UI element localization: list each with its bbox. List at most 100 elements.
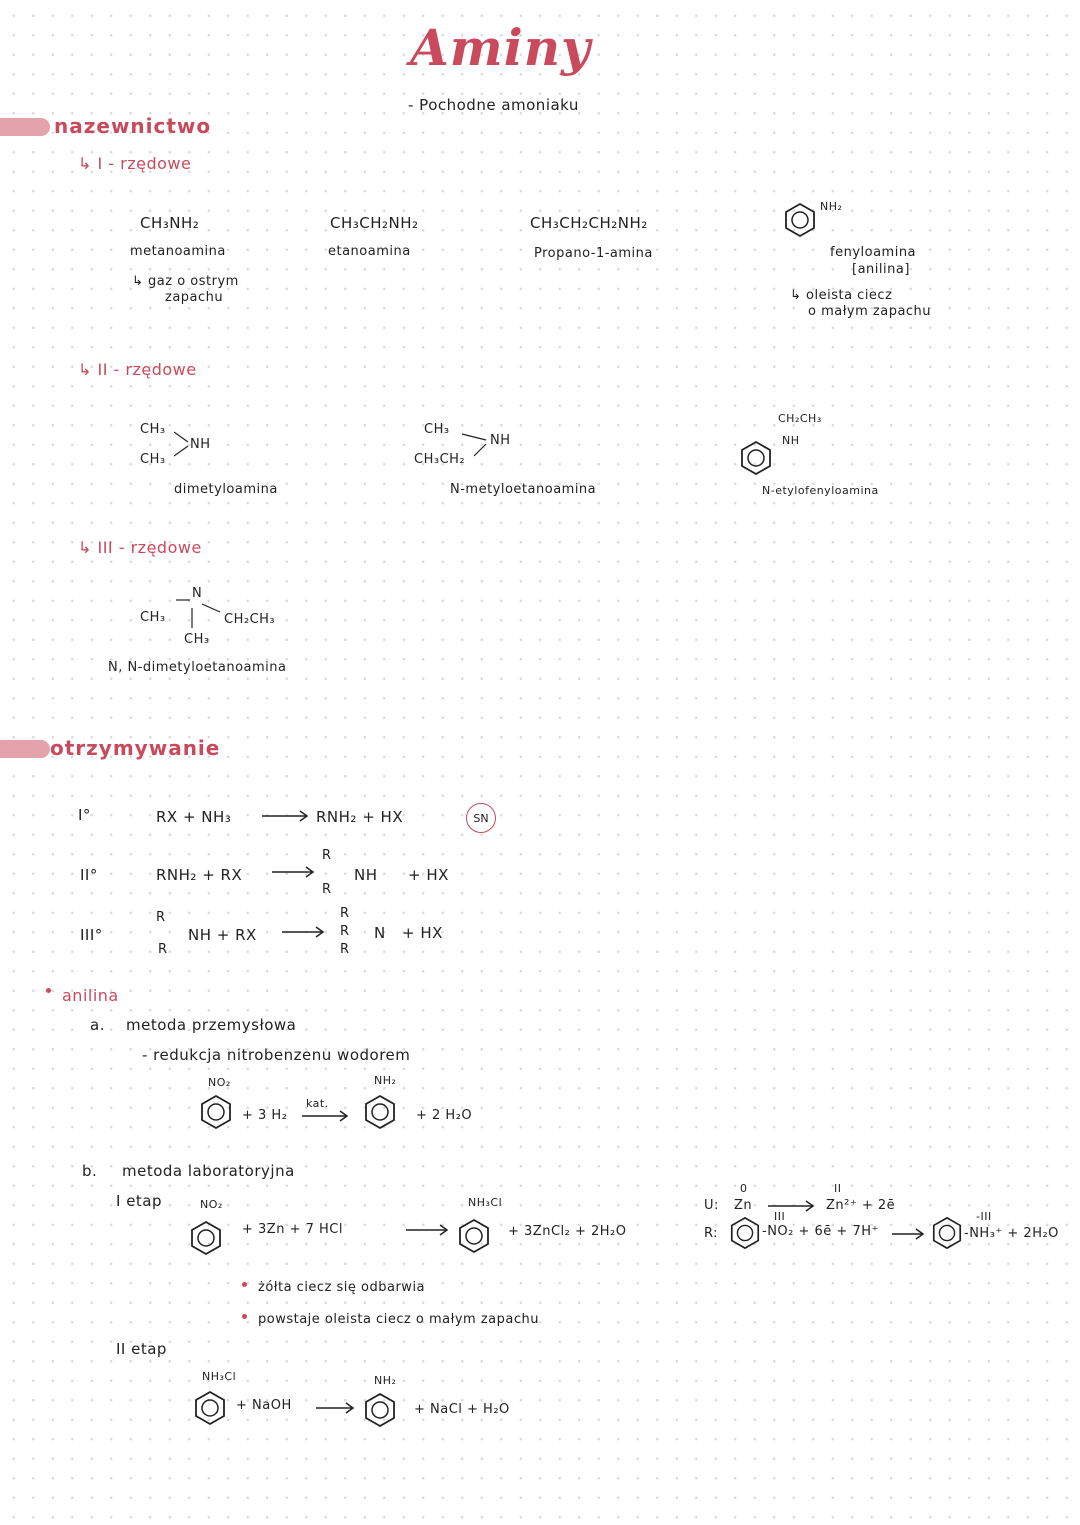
a-catalyst: kat. <box>306 1097 329 1110</box>
redox-u-ox2: II <box>834 1182 842 1195</box>
reaction-arrow-icon <box>272 866 315 878</box>
bullet-icon <box>242 1314 247 1319</box>
sec3-center: NH <box>782 434 800 447</box>
s1-prod-sub: NH₃Cl <box>468 1196 503 1209</box>
bond-lines <box>461 433 487 457</box>
redox-u-ox0: 0 <box>740 1182 748 1195</box>
reaction3-r2: R <box>340 924 350 939</box>
redox-r-ox2: -III <box>976 1210 992 1223</box>
tert-center: N <box>192 586 203 601</box>
observation-2: powstaje oleista ciecz o małym zapachu <box>258 1312 539 1327</box>
method-b-marker: b. <box>82 1162 98 1180</box>
redox-r-lhs: -NO₂ + 6ē + 7H⁺ <box>762 1224 879 1239</box>
alt-name-aniline: [anilina] <box>852 262 910 277</box>
sec2-r2: CH₃CH₂ <box>414 452 466 467</box>
s2-products: + NaCl + H₂O <box>414 1402 510 1417</box>
s1-reagents: + 3Zn + 7 HCl <box>242 1222 343 1237</box>
name-methylamine: metanoamina <box>130 244 226 259</box>
note-aniline: ↳ oleista ciecz <box>790 288 893 303</box>
sec2-center: NH <box>490 433 511 448</box>
reaction-arrow-icon <box>302 1110 349 1122</box>
reaction3-r-bottom: R <box>158 942 168 957</box>
reaction-arrow-icon <box>768 1200 815 1212</box>
benzene-ring-icon <box>365 1094 395 1130</box>
stage-2-label: II etap <box>116 1340 167 1358</box>
bond-lines <box>176 599 221 628</box>
s2-sub: NH₃Cl <box>202 1370 237 1383</box>
benzene-ring-icon <box>785 202 815 238</box>
a-reagent: + 3 H₂ <box>242 1108 288 1123</box>
section-band <box>0 118 50 136</box>
reaction2-r-top: R <box>322 848 332 863</box>
s1-products: + 3ZnCl₂ + 2H₂O <box>508 1224 627 1239</box>
observation-1: żółta ciecz się odbarwia <box>258 1280 426 1295</box>
benzene-ring-icon <box>201 1094 231 1130</box>
redox-u-rhs: Zn²⁺ + 2ē <box>826 1198 896 1213</box>
method-a-marker: a. <box>90 1016 105 1034</box>
reaction3-r1: R <box>340 906 350 921</box>
reaction2-tail: + HX <box>408 866 449 884</box>
tert-bottom: CH₃ <box>184 632 210 647</box>
s2-prod-sub: NH₂ <box>374 1374 397 1387</box>
name-aniline: fenyloamina <box>830 245 917 260</box>
tertiary-label: ↳ III - rzędowe <box>78 538 202 557</box>
reaction-arrow-icon <box>282 926 325 938</box>
bond-lines <box>173 431 189 457</box>
benzene-ring-icon <box>741 440 771 476</box>
stage-1-label: I etap <box>116 1192 163 1210</box>
secondary-label: ↳ II - rzędowe <box>78 360 197 379</box>
sec3-name: N-etylofenyloamina <box>762 484 879 497</box>
reaction2-lhs: RNH₂ + RX <box>156 866 243 884</box>
reaction3-tail: + HX <box>402 924 443 942</box>
name-ethylamine: etanoamina <box>328 244 411 259</box>
order-tertiary: III° <box>80 926 103 944</box>
tert-name: N, N-dimetyloetanoamina <box>108 660 287 675</box>
s2-reagent: + NaOH <box>236 1398 292 1413</box>
redox-r-rhs: -NH₃⁺ + 2H₂O <box>964 1226 1059 1241</box>
sec3-top: CH₂CH₃ <box>778 412 822 425</box>
group-aniline-nh2: NH₂ <box>820 200 843 213</box>
reaction-arrow-icon <box>262 810 309 822</box>
section-band <box>0 740 50 758</box>
reaction1-rhs: RNH₂ + HX <box>316 808 404 826</box>
reaction3-center: N <box>374 924 386 942</box>
benzene-ring-icon <box>730 1216 760 1250</box>
reaction1-lhs: RX + NH₃ <box>156 808 232 826</box>
sec1-r2: CH₃ <box>140 452 166 467</box>
order-primary: I° <box>78 806 91 824</box>
note-aniline-2: o małym zapachu <box>808 304 932 319</box>
note-methylamine-2: zapachu <box>165 290 224 305</box>
reaction2-r-bottom: R <box>322 882 332 897</box>
name-propylamine: Propano-1-amina <box>534 246 653 261</box>
redox-u-label: U: <box>704 1198 719 1213</box>
benzene-ring-icon <box>191 1220 221 1256</box>
section-heading-preparation: otrzymywanie <box>50 736 221 760</box>
redox-u-lhs: Zn <box>734 1198 753 1213</box>
section-heading-nomenclature: nazewnictwo <box>54 114 212 138</box>
method-b-title: metoda laboratoryjna <box>122 1162 295 1180</box>
redox-r-label: R: <box>704 1226 719 1241</box>
benzene-ring-icon <box>459 1218 489 1254</box>
formula-ethylamine: CH₃CH₂NH₂ <box>330 214 419 232</box>
reaction3-lhs: NH + RX <box>188 926 257 944</box>
a-sub-no2: NO₂ <box>208 1076 231 1089</box>
sec1-center: NH <box>190 437 211 452</box>
a-sub-nh2: NH₂ <box>374 1074 397 1087</box>
aniline-label: anilina <box>62 986 119 1005</box>
redox-r-ox: III <box>774 1210 786 1223</box>
formula-methylamine: CH₃NH₂ <box>140 214 200 232</box>
tert-left: CH₃ <box>140 610 166 625</box>
sec2-name: N-metyloetanoamina <box>450 482 597 497</box>
benzene-ring-icon <box>365 1392 395 1428</box>
sn-badge: SN <box>466 803 496 833</box>
method-a-title: metoda przemysłowa <box>126 1016 297 1034</box>
reaction2-center: NH <box>354 866 378 884</box>
page-title: Aminy <box>410 18 592 77</box>
page-subtitle: - Pochodne amoniaku <box>408 96 579 114</box>
reaction3-r3: R <box>340 942 350 957</box>
primary-label: ↳ I - rzędowe <box>78 154 192 173</box>
reaction-arrow-icon <box>406 1224 449 1236</box>
sec1-name: dimetyloamina <box>174 482 278 497</box>
sec2-r1: CH₃ <box>424 422 450 437</box>
reaction-arrow-icon <box>892 1228 925 1240</box>
